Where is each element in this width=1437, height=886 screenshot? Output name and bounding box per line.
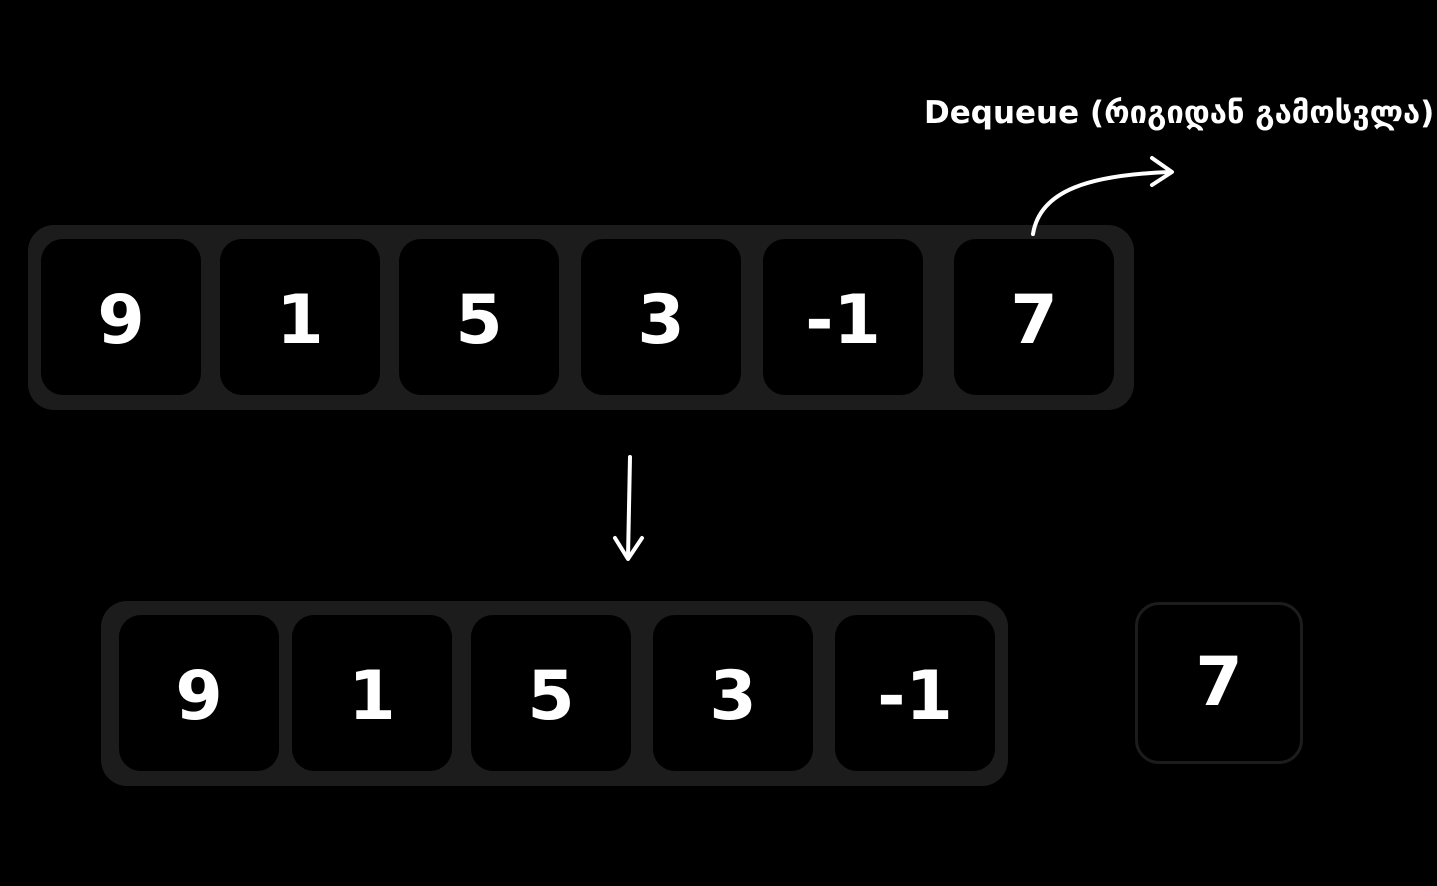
queue-after-item: 9 [119,615,279,771]
queue-before: 9 1 5 3 -1 7 [28,225,1134,410]
dequeue-label: Dequeue (რიგიდან გამოსვლა) [924,95,1435,131]
queue-before-item: -1 [763,239,923,395]
queue-before-item: 7 [954,239,1114,395]
dequeue-curved-arrow-icon [1031,156,1174,236]
queue-before-item: 1 [220,239,380,395]
queue-after-item: 1 [292,615,452,771]
queue-before-item: 9 [41,239,201,395]
queue-before-item: 3 [581,239,741,395]
queue-after-item: 3 [653,615,813,771]
queue-after: 9 1 5 3 -1 [101,601,1008,786]
dequeued-item: 7 [1135,602,1303,764]
queue-after-item: 5 [471,615,631,771]
queue-before-item: 5 [399,239,559,395]
queue-after-item: -1 [835,615,995,771]
down-arrow-icon [613,455,644,561]
